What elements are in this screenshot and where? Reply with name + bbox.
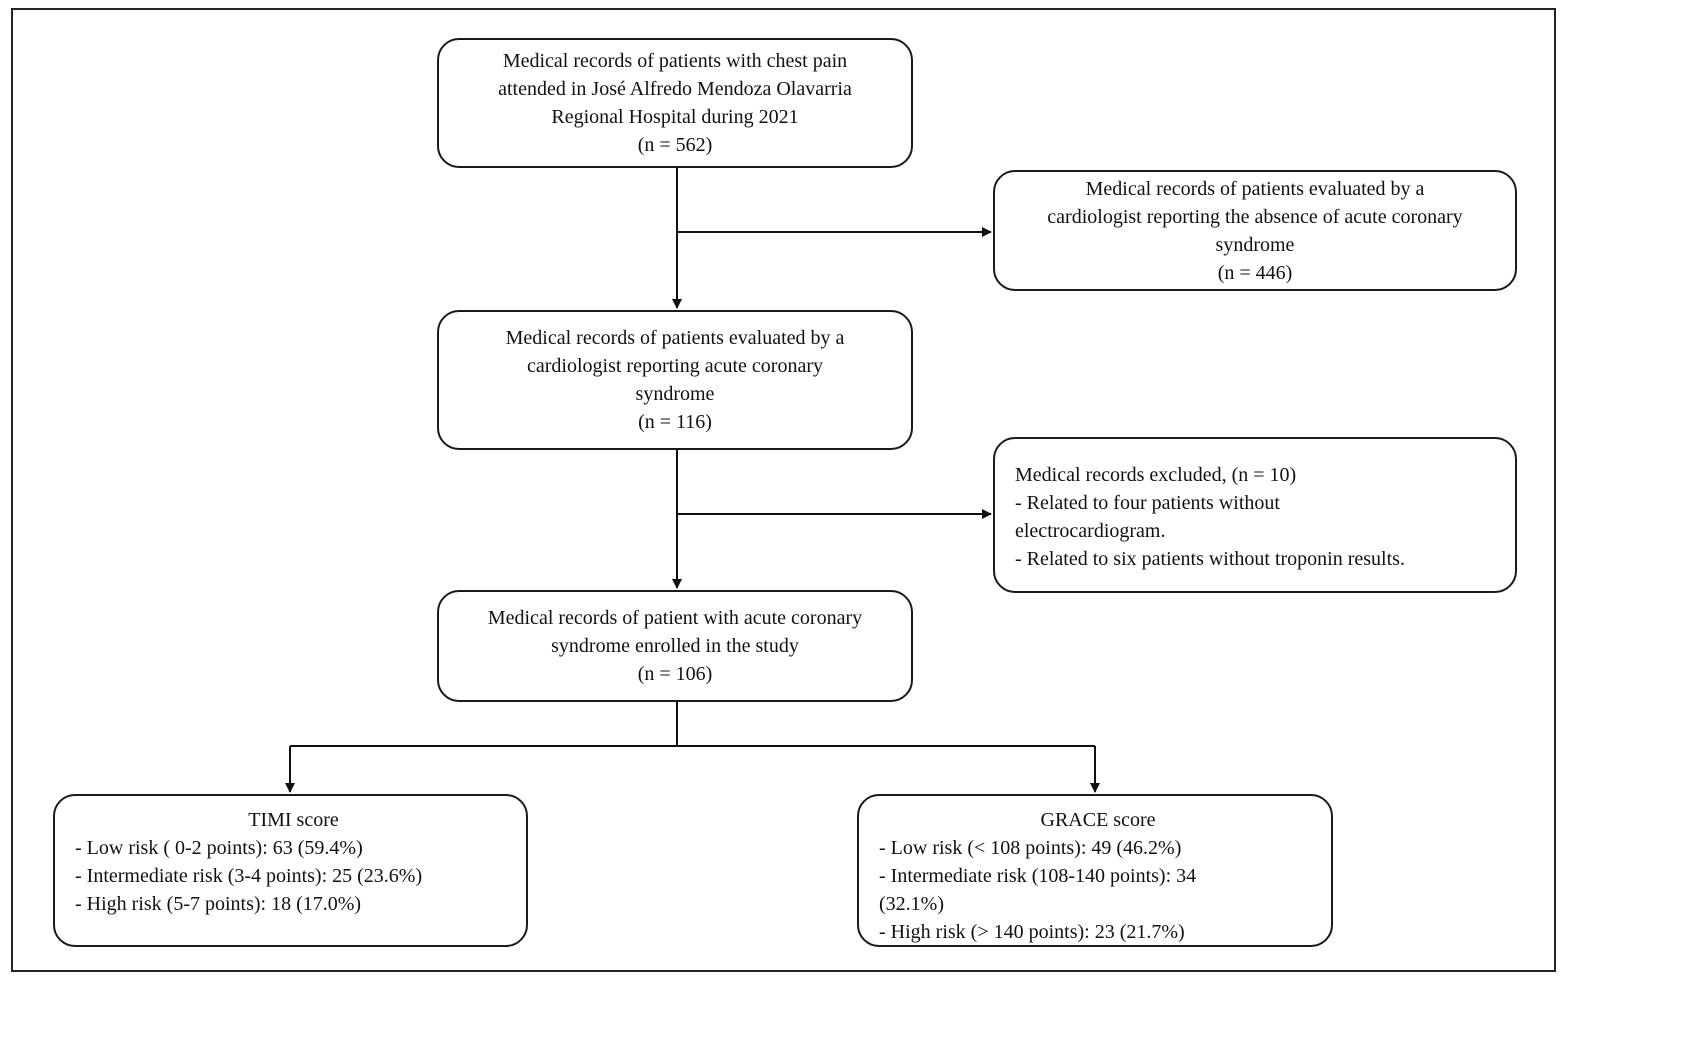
box-line: - Intermediate risk (108-140 points): 34 <box>879 865 1197 887</box>
box-grace-score: GRACE score - Low risk (< 108 points): 4… <box>857 794 1333 947</box>
box-line: (n = 116) <box>638 411 712 433</box>
box-line: attended in José Alfredo Mendoza Olavarr… <box>498 78 852 100</box>
box-line: Medical records excluded, (n = 10) <box>1015 464 1297 486</box>
box-line: Regional Hospital during 2021 <box>551 106 799 128</box>
box-line: syndrome enrolled in the study <box>551 635 799 657</box>
box-line: Medical records of patients with chest p… <box>502 50 848 72</box>
box-line: syndrome <box>635 383 715 405</box>
box-line: - High risk (5-7 points): 18 (17.0%) <box>75 893 362 915</box>
box-line: syndrome <box>1215 233 1295 256</box>
box-enrolled: Medical records of patient with acute co… <box>437 590 913 702</box>
box-timi-score: TIMI score - Low risk ( 0-2 points): 63 … <box>53 794 528 947</box>
box-acs-reported: Medical records of patients evaluated by… <box>437 310 913 450</box>
figure-frame <box>11 8 1556 972</box>
box-line: - Low risk (< 108 points): 49 (46.2%) <box>879 837 1182 859</box>
box-excluded-records: Medical records excluded, (n = 10) - Rel… <box>993 437 1517 593</box>
box-line: electrocardiogram. <box>1015 520 1166 542</box>
box-line: (n = 562) <box>637 134 713 156</box>
box-line: - Low risk ( 0-2 points): 63 (59.4%) <box>75 837 363 859</box>
box-line: cardiologist reporting acute coronary <box>527 355 823 377</box>
box-title: GRACE score <box>1040 809 1156 831</box>
box-line: - High risk (> 140 points): 23 (21.7%) <box>879 921 1185 943</box>
box-line: Medical records of patients evaluated by… <box>505 327 845 349</box>
box-line: Medical records of patient with acute co… <box>487 607 863 629</box>
box-absence-of-acs: Medical records of patients evaluated by… <box>993 170 1517 291</box>
box-line: (32.1%) <box>879 893 944 915</box>
box-line: (n = 446) <box>1217 261 1293 284</box>
box-line: (n = 106) <box>637 663 713 685</box>
box-all-chest-pain-records: Medical records of patients with chest p… <box>437 38 913 168</box>
box-line: cardiologist reporting the absence of ac… <box>1047 205 1463 228</box>
box-line: - Related to six patients without tropon… <box>1015 548 1405 570</box>
box-title: TIMI score <box>248 809 339 831</box>
box-line: Medical records of patients evaluated by… <box>1085 177 1425 200</box>
box-line: - Related to four patients without <box>1015 492 1280 514</box>
box-line: - Intermediate risk (3-4 points): 25 (23… <box>75 865 423 887</box>
